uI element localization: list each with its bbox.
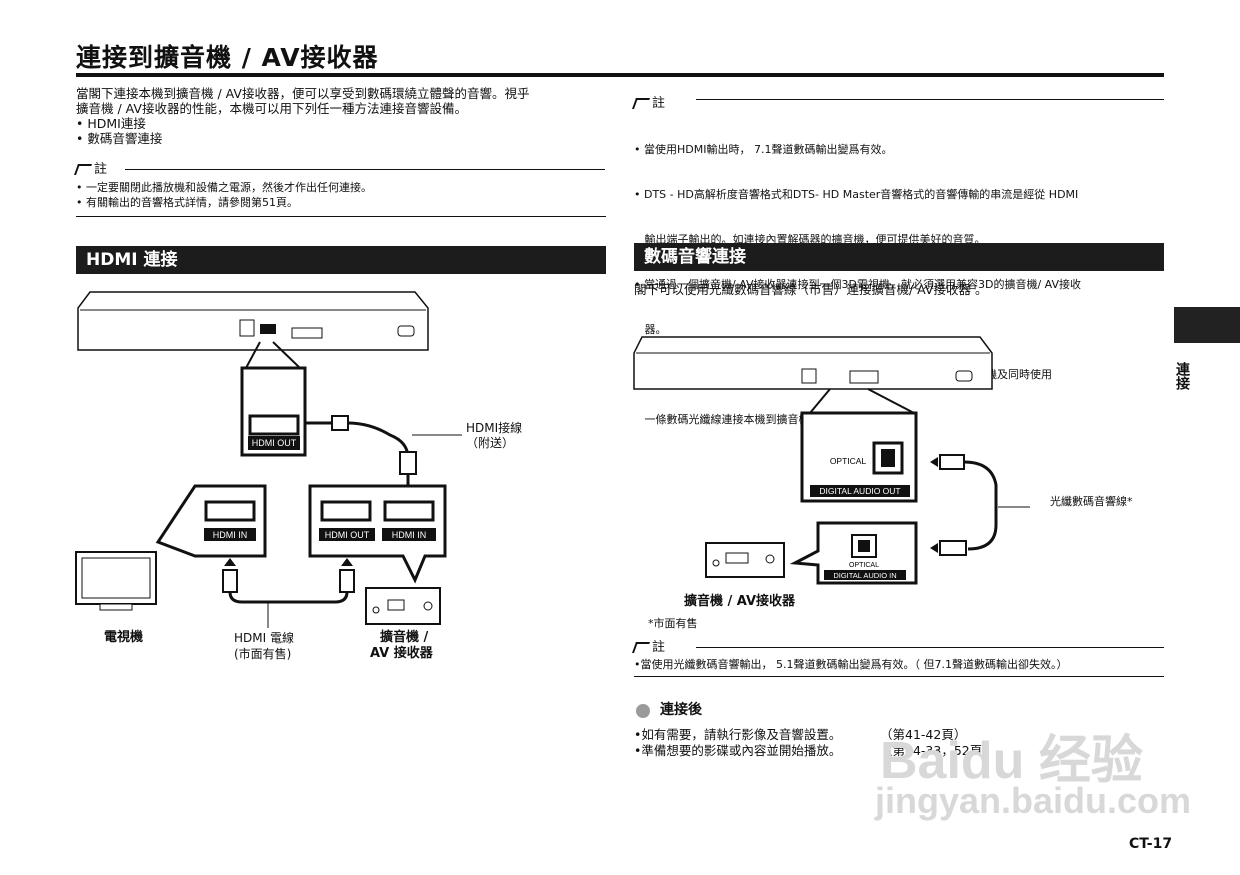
optical-in-callout: OPTICAL DIGITAL AUDIO IN: [789, 521, 918, 585]
optical-in-label: OPTICAL: [849, 562, 879, 569]
supplied-cable-label-1: HDMI接線: [466, 421, 523, 435]
page-title: 連接到擴音機 / AV接收器: [76, 43, 379, 72]
left-note-item-2: • 有關輸出的音響格式詳情，請參閱第51頁。: [76, 196, 298, 209]
tv-label: 電視機: [104, 630, 144, 645]
after-item-2: •準備想要的影碟或內容並開始播放。: [634, 743, 842, 758]
after-heading: 連接後: [660, 702, 702, 718]
right-note-label: 註: [652, 96, 666, 111]
bullet-circle-icon: [636, 704, 650, 718]
digital-note-bottom-rule: [634, 676, 1164, 677]
left-note-bottom-rule: [76, 216, 606, 217]
right-note-item-1: • 當使用HDMI輸出時， 7.1聲道數碼輸出變爲有效。: [634, 143, 893, 156]
intro-block: 當閣下連接本機到擴音機 / AV接收器，便可以享受到數碼環繞立體聲的音響。視乎 …: [76, 86, 606, 146]
digital-intro: 閣下可以使用光纖數碼音響線（市售）連接擴音機/ AV接收器 。: [634, 282, 988, 297]
hdmi-out-port-label: HDMI OUT: [252, 438, 297, 448]
player-rear-panel: [77, 291, 429, 351]
digital-note-item: •當使用光纖數碼音響輸出， 5.1聲道數碼輸出變爲有效。（ 但7.1聲道數碼輸出…: [634, 658, 1068, 671]
hdmi-cable-label-1: HDMI 電線: [234, 631, 294, 645]
digital-note-heading: 註: [631, 636, 666, 655]
amp-hdmi-out-port-label: HDMI OUT: [325, 530, 370, 540]
digital-note-label: 註: [652, 640, 666, 655]
intro-bullet-hdmi: • HDMI連接: [76, 116, 146, 131]
hdmi-diagram: HDMI OUT HDMI IN HDMI OUT HDMI IN: [75, 291, 462, 628]
intro-line-1: 當閣下連接本機到擴音機 / AV接收器，便可以享受到數碼環繞立體聲的音響。視乎: [76, 86, 530, 101]
side-tab-label: 連接: [1174, 362, 1190, 390]
intro-line-2: 擴音機 / AV接收器的性能，本機可以用下列任一種方法連接音響設備。: [76, 101, 467, 116]
after-item-2-ref: （第24-33，52頁）: [880, 743, 995, 758]
side-tab-marker: [1174, 307, 1240, 343]
after-item-1-ref: （第41-42頁）: [880, 727, 967, 742]
right-note-rule: [696, 99, 1164, 100]
right-note-item-5: 器。: [634, 323, 667, 336]
player-rear-panel-2: [633, 336, 993, 390]
amp-hdmi-callout: HDMI OUT HDMI IN: [308, 484, 447, 584]
digital-note-rule: [696, 647, 1164, 648]
title-rule: [76, 73, 1164, 77]
left-note-rule: [125, 169, 605, 170]
amplifier-icon-2: [705, 542, 785, 578]
hdmi-out-callout: HDMI OUT: [240, 341, 307, 457]
watermark-logo: Baidu 经验: [880, 732, 1143, 790]
after-item-1: •如有需要，請執行影像及音響設置。: [634, 727, 842, 742]
digital-in-label: DIGITAL AUDIO IN: [833, 571, 896, 580]
amp-hdmi-in-port-label: HDMI IN: [392, 530, 427, 540]
note-icon: [631, 642, 651, 653]
left-note-label: 註: [94, 162, 108, 177]
footnote: *市面有售: [648, 617, 698, 630]
right-note-heading: 註: [631, 92, 666, 111]
right-note-item-3: 輸出端子輸出的。如連接內置解碼器的擴音機，便可提供美好的音質。: [634, 233, 986, 246]
amplifier-icon: [365, 587, 441, 625]
hdmi-cable-label-2: (市面有售): [234, 647, 292, 661]
digital-section-header: 數碼音響連接: [634, 243, 1164, 271]
amp-label-1: 擴音機 /: [380, 630, 429, 645]
amp-label-2: AV 接收器: [370, 646, 433, 661]
digital-diagram: OPTICAL DIGITAL AUDIO OUT OPTICAL DIGITA…: [633, 336, 1030, 585]
watermark-url: jingyan.baidu.com: [875, 780, 1192, 821]
note-icon: [631, 98, 651, 109]
right-note-item-2: • DTS - HD高解析度音響格式和DTS- HD Master音響格式的音響…: [634, 188, 1079, 201]
optical-out-label: OPTICAL: [830, 456, 867, 466]
digital-out-label: DIGITAL AUDIO OUT: [819, 486, 900, 496]
left-note-heading: 註: [73, 158, 108, 177]
tv-hdmi-in-callout: HDMI IN: [155, 484, 267, 558]
left-note-items: • 一定要關閉此播放機和設備之電源，然後才作出任何連接。 • 有關輸出的音響格式…: [76, 180, 606, 210]
optical-cable: [930, 454, 1030, 556]
page-number: CT-17: [1129, 836, 1173, 852]
left-note-item-1: • 一定要關閉此播放機和設備之電源，然後才作出任何連接。: [76, 181, 372, 194]
supplied-cable-label-2: （附送）: [466, 436, 515, 450]
optical-cable-label: 光纖數碼音響線*: [1050, 495, 1133, 508]
hdmi-section-header: HDMI 連接: [76, 246, 606, 274]
right-note-item-4: • 當通過一個擴音機/ AV接收器連接到一個3D電視機，就必須選用兼容3D的擴音…: [634, 278, 1082, 291]
note-icon: [73, 164, 93, 175]
hdmi-cable-tv-amp: [222, 558, 355, 628]
tv-hdmi-in-port-label: HDMI IN: [213, 530, 248, 540]
optical-out-callout: OPTICAL DIGITAL AUDIO OUT: [800, 388, 918, 503]
intro-bullet-digital: • 數碼音響連接: [76, 131, 163, 146]
amp-label-digital: 擴音機 / AV接收器: [684, 594, 796, 609]
tv-icon: [75, 551, 157, 611]
